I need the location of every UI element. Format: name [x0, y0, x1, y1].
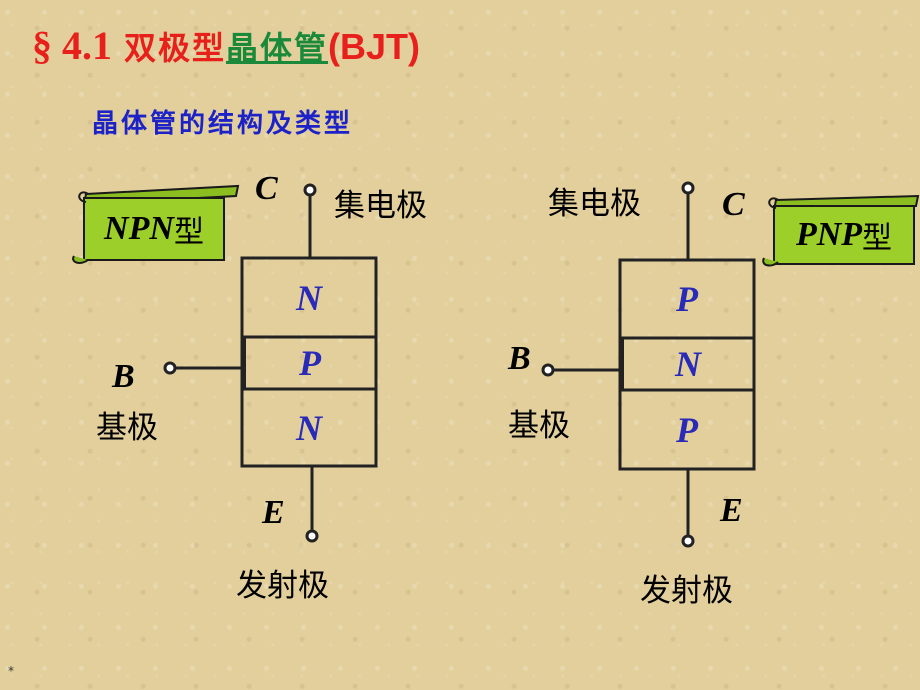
npn-structure — [163, 183, 378, 543]
pnp-emitter-name: 发射极 — [640, 573, 733, 609]
npn-emitter-letter: E — [262, 494, 285, 531]
pnp-structure — [541, 181, 756, 548]
npn-layer-collector: N — [296, 277, 322, 318]
npn-layer-emitter: N — [296, 407, 322, 448]
pnp-collector-letter: C — [722, 186, 745, 223]
section-number: § 4.1 — [32, 23, 112, 68]
pnp-base-letter: B — [508, 340, 531, 377]
pnp-layer-base: N — [675, 344, 701, 384]
pnp-collector-terminal — [681, 181, 695, 195]
title-link[interactable]: 晶体管 — [226, 29, 329, 67]
npn-tag-scroll — [72, 184, 240, 264]
pnp-emitter-terminal — [681, 534, 695, 548]
npn-emitter-terminal — [305, 529, 319, 543]
npn-base-terminal — [163, 361, 177, 375]
pnp-base-terminal — [541, 363, 555, 377]
npn-tag-letters: NPN — [104, 210, 174, 247]
pnp-base-name: 基极 — [508, 408, 570, 444]
title-abbreviation: (BJT) — [328, 26, 421, 67]
npn-collector-terminal — [303, 183, 317, 197]
pnp-tag-scroll — [762, 194, 920, 267]
slide-title: § 4.1 双极型 晶体管 (BJT) — [32, 22, 420, 82]
pnp-tag-letters: PNP — [795, 216, 863, 253]
npn-emitter-name: 发射极 — [236, 568, 329, 604]
npn-collector-name: 集电极 — [334, 188, 427, 224]
pnp-tag-suffix: 型 — [862, 221, 893, 256]
title-prefix: 双极型 — [124, 29, 227, 67]
npn-tag-suffix: 型 — [173, 215, 204, 250]
npn-base-letter: B — [112, 358, 135, 395]
npn-collector-letter: C — [255, 170, 278, 207]
footnote-marker: * — [8, 664, 14, 678]
npn-layer-base: P — [299, 343, 321, 383]
subtitle: 晶体管的结构及类型 — [92, 109, 354, 139]
pnp-layer-collector: P — [676, 279, 698, 319]
pnp-emitter-letter: E — [720, 492, 743, 529]
pnp-layer-emitter: P — [676, 409, 698, 450]
pnp-collector-name: 集电极 — [548, 186, 641, 222]
npn-base-name: 基极 — [96, 410, 158, 446]
